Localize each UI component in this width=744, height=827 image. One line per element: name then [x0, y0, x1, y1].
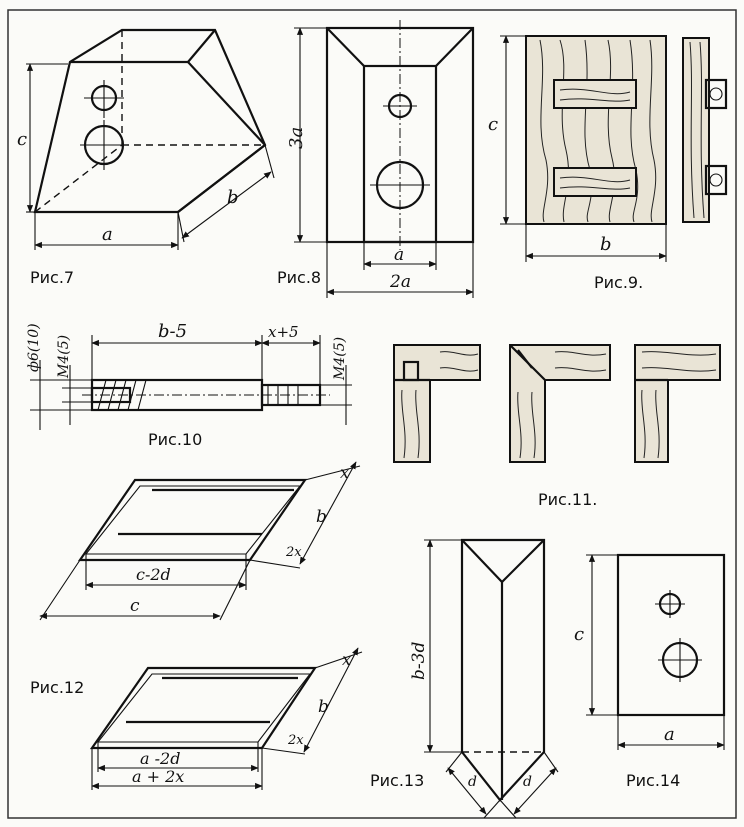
fig8-caption: Рис.8 — [277, 268, 321, 287]
fig14-caption: Рис.14 — [626, 771, 680, 790]
fig12-top-x: x — [340, 463, 349, 482]
fig10-caption: Рис.10 — [148, 430, 202, 449]
fig12-top-board — [39, 461, 361, 621]
fig12-bottom-gap: 2x — [287, 733, 304, 748]
fig9-dim-b: b — [600, 234, 612, 255]
fig14-dim-a: a — [664, 724, 675, 745]
fig7-dim-a: a — [102, 224, 113, 245]
fig12-caption: Рис.12 — [30, 678, 84, 697]
fig13-caption: Рис.13 — [370, 771, 424, 790]
fig8-dim-outer: 2a — [389, 272, 411, 292]
fig12-bottom-board — [89, 647, 363, 790]
fig10-rod — [30, 335, 352, 430]
fig13-dim-height: b-3d — [409, 642, 429, 680]
fig12-bottom-b: b — [318, 697, 329, 717]
fig8-dim-inner: a — [394, 245, 404, 265]
fig10-dim-d2: М4(5) — [56, 335, 72, 379]
fig9-wood-panel — [500, 35, 728, 262]
fig10-dim-d3: М4(5) — [332, 337, 348, 381]
fig14-dim-c: c — [574, 624, 584, 645]
fig7-dim-b: b — [227, 187, 239, 208]
fig11-wood-joints — [393, 344, 721, 463]
fig10-dim-d1: ф6(10) — [26, 323, 42, 372]
fig12-top-b: b — [316, 507, 327, 527]
fig8-side-panel — [294, 20, 475, 298]
fig13-dim-right: d — [523, 774, 532, 790]
fig10-dim-len: b-5 — [158, 321, 187, 342]
fig14-plate — [586, 553, 726, 750]
fig7-dim-c: c — [17, 129, 27, 150]
fig11-caption: Рис.11. — [538, 490, 597, 509]
fig7-frustum — [26, 28, 275, 250]
sheet-border — [7, 9, 737, 819]
fig12-top-outer: c — [130, 596, 140, 616]
fig9-dim-c: c — [488, 114, 498, 135]
fig9-caption: Рис.9. — [594, 273, 643, 292]
fig13-triangular-prism — [424, 538, 559, 819]
fig8-dim-height: 3a — [286, 127, 307, 149]
fig12-top-gap: 2x — [285, 545, 302, 560]
fig7-caption: Рис.7 — [30, 268, 74, 287]
fig12-bottom-x: x — [342, 650, 351, 669]
fig12-bottom-inner: a -2d — [140, 749, 180, 768]
fig13-dim-left: d — [468, 774, 477, 790]
fig10-dim-tail: x+5 — [268, 323, 299, 341]
fig12-bottom-outer: a + 2x — [132, 767, 184, 786]
fig12-top-inner: c-2d — [136, 565, 171, 584]
